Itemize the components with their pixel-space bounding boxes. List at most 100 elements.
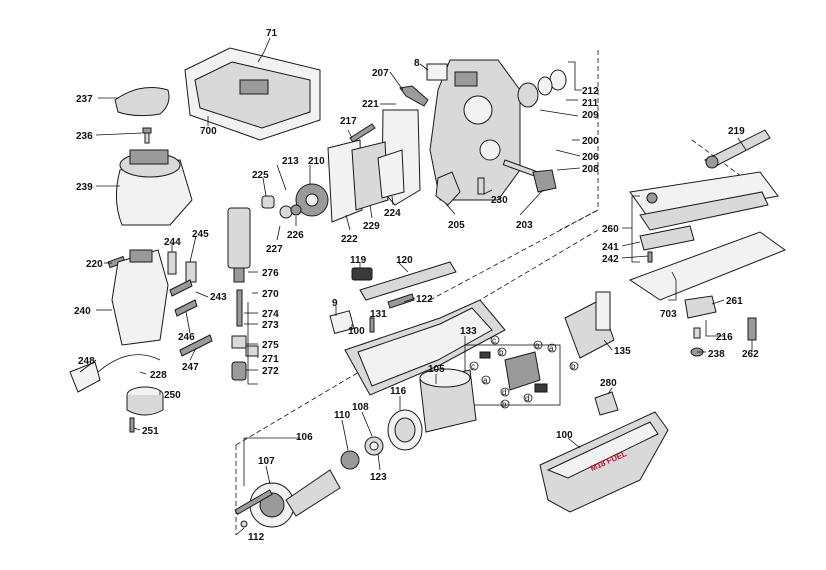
label-205: 205 [448, 220, 465, 231]
label-116: 116 [390, 386, 407, 397]
label-106: 106 [296, 432, 313, 443]
label-8 [426, 63, 448, 81]
clip-248 [69, 361, 101, 393]
label-71: 71 [266, 28, 278, 39]
motor-housing-half [344, 299, 506, 396]
label-262: 262 [742, 349, 759, 360]
callout-a2: a [483, 376, 488, 385]
armature-107 [234, 469, 341, 528]
label-211: 211 [582, 98, 599, 109]
label-207: 207 [372, 68, 389, 79]
spring-247 [179, 334, 213, 357]
label-119: 119 [350, 255, 367, 266]
label-703: 703 [660, 309, 677, 320]
label-135: 135 [614, 346, 631, 357]
label-208: 208 [582, 164, 599, 175]
label-276: 276 [262, 268, 279, 279]
label-260: 260 [602, 224, 619, 235]
label-240: 240 [74, 306, 91, 317]
label-112: 112 [248, 532, 265, 543]
screw-131 [369, 317, 375, 333]
gear-210 [295, 183, 329, 217]
collar-250 [126, 386, 164, 416]
bearing-110 [340, 450, 360, 470]
label-220: 220 [86, 259, 103, 270]
blade-ring [705, 155, 719, 169]
label-228: 228 [150, 370, 167, 381]
part-244 [167, 251, 177, 275]
label-230: 230 [491, 195, 508, 206]
lever-205 [435, 171, 461, 206]
label-226: 226 [287, 230, 304, 241]
label-120: 120 [396, 255, 413, 266]
label-242: 242 [602, 254, 619, 265]
callout-d2: d [525, 394, 529, 403]
ring-211 [537, 76, 553, 96]
plunger-assembly [227, 207, 251, 283]
spring-122 [387, 293, 415, 309]
bearing-226 [290, 204, 302, 216]
callout-b2: b [502, 400, 507, 409]
label-9: 9 [332, 298, 338, 309]
washer-112 [240, 520, 248, 528]
label-100a: 100 [348, 326, 365, 337]
label-100b: 100 [556, 430, 573, 441]
label-131: 131 [370, 309, 387, 320]
plunger-207 [399, 85, 429, 107]
bolt-262 [747, 317, 757, 341]
screw-217 [349, 123, 376, 143]
label-247: 247 [182, 362, 199, 373]
label-123: 123 [370, 472, 387, 483]
label-237: 237 [76, 94, 93, 105]
leader-lines [79, 37, 753, 536]
callout-c2: c [471, 362, 475, 371]
wiring-callouts: c a b c a d b d a b [469, 335, 579, 409]
terminal-block-135 [564, 291, 615, 359]
screw-274 [236, 289, 243, 327]
part-280 [594, 391, 619, 416]
callout-a3: a [549, 344, 554, 353]
bearing-209 [517, 82, 539, 108]
spring-246 [174, 299, 198, 317]
screw-216 [693, 327, 701, 339]
pin-230 [477, 177, 485, 195]
label-229: 229 [363, 221, 380, 232]
label-200: 200 [582, 136, 599, 147]
label-133: 133 [460, 326, 477, 337]
label-206: 206 [582, 152, 599, 163]
housing-240 [111, 249, 169, 346]
label-236: 236 [76, 131, 93, 142]
switch-133 [479, 351, 548, 393]
label-210: 210 [308, 156, 325, 167]
label-245: 245 [192, 229, 209, 240]
part-245 [185, 261, 197, 283]
screw-251 [129, 417, 135, 433]
label-221: 221 [362, 99, 379, 110]
part-271 [245, 345, 259, 357]
label-250: 250 [164, 390, 181, 401]
label-280: 280 [600, 378, 617, 389]
label-216: 216 [716, 332, 733, 343]
wire-228 [97, 354, 161, 373]
label-110: 110 [334, 410, 351, 421]
label-274: 274 [262, 309, 279, 320]
label-244: 244 [164, 237, 181, 248]
label-107: 107 [258, 456, 275, 467]
callout-b3: b [571, 362, 576, 371]
screw-242 [647, 251, 653, 263]
label-105: 105 [428, 364, 445, 375]
label-243: 243 [210, 292, 227, 303]
screw-236 [142, 127, 152, 144]
label-225: 225 [252, 170, 269, 181]
spring-243 [169, 279, 193, 297]
callout-d1: d [502, 388, 506, 397]
gear-housing [429, 59, 521, 201]
plate-224 [377, 149, 405, 199]
label-271: 271 [262, 354, 279, 365]
label-241: 241 [602, 242, 619, 253]
label-272: 272 [262, 366, 279, 377]
button-119 [351, 267, 373, 281]
carrying-case [184, 47, 321, 141]
